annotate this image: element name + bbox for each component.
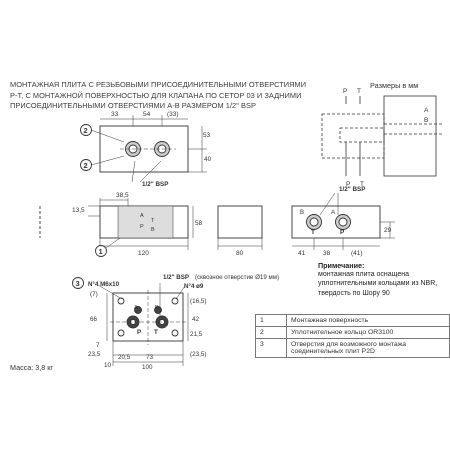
- rear-port-B: B: [300, 210, 304, 216]
- drawing-title: МОНТАЖНАЯ ПЛИТА С РЕЗЬБОВЫМИ ПРИСОЕДИНИТ…: [10, 80, 310, 112]
- bottom-thread-label: 1/2" BSP: [163, 274, 189, 281]
- legend-desc: Уплотнительное кольцо OR3100: [286, 326, 450, 339]
- legend-num: 3: [255, 338, 287, 358]
- front-port-T: T: [151, 218, 155, 224]
- mass-label: Масса: 3,8 кг: [10, 363, 53, 372]
- title-line: ПРИСОЕДИНИТЕЛЬНЫМИ ОТВЕРСТИЯМИ А-В РАЗМЕ…: [10, 101, 256, 111]
- bottom-dim-100: 100: [142, 364, 153, 371]
- rear-dim-41: 41: [298, 250, 306, 257]
- top-view: [99, 115, 207, 183]
- callout-3: 3: [72, 277, 84, 289]
- bottom-left-dim-23-5: 23,5: [88, 351, 101, 358]
- rear-port-A: A: [331, 210, 335, 216]
- top-thread-label: 1/2" BSP: [142, 181, 168, 188]
- callout-1: 1: [95, 237, 121, 257]
- front-port-B: B: [151, 227, 155, 233]
- title-line: P-T, С МОНТАЖНОЙ ПОВЕРХНОСТЬЮ ДЛЯ КЛАПАН…: [10, 90, 302, 100]
- legend-num: 2: [255, 326, 287, 339]
- side-dim-80: 80: [236, 250, 244, 257]
- title-line: МОНТАЖНАЯ ПЛИТА С РЕЗЬБОВЫМИ ПРИСОЕДИНИТ…: [10, 80, 307, 89]
- legend-row: 2 Уплотнительное кольцо OR3100: [255, 326, 450, 339]
- bottom-port-B: B: [155, 305, 159, 311]
- bottom-dim-73: 73: [146, 354, 154, 361]
- bottom-right-dim-42: 42: [192, 316, 200, 323]
- legend-desc: Отверстия для возможного монтажа соедини…: [286, 338, 450, 358]
- schematic-B-label: B: [424, 117, 428, 124]
- top-dim-33b: (33): [167, 111, 179, 118]
- front-port-P: P: [140, 224, 144, 230]
- legend-num: 1: [255, 314, 287, 327]
- callout-2-top: 2: [80, 124, 125, 143]
- front-view: [39, 198, 194, 250]
- svg-text:1: 1: [99, 247, 103, 256]
- bottom-port-T: T: [154, 329, 158, 336]
- rear-view: [291, 192, 395, 250]
- note-line: твердость по Шору 90: [318, 289, 390, 297]
- note-line: монтажная плита оснащена: [318, 271, 410, 279]
- bottom-left-dim-7p: (7): [90, 291, 98, 298]
- bottom-port-P: P: [137, 329, 141, 336]
- schematic-T-bottom-label: T: [360, 181, 364, 188]
- top-dim-40: 40: [204, 156, 212, 163]
- schematic-P-bottom-label: P: [346, 181, 350, 188]
- hydraulic-schematic: [321, 95, 442, 177]
- rear-port-T: T: [311, 229, 315, 236]
- svg-text:3: 3: [76, 279, 80, 288]
- front-dim-38-5: 38,5: [116, 192, 129, 199]
- schematic-P-label: P: [343, 88, 347, 95]
- rear-dim-38: 38: [323, 250, 331, 257]
- bottom-right-dim-16-5: (16,5): [190, 298, 206, 305]
- bottom-view: [97, 283, 189, 366]
- bottom-right-dim-23-5p: (23,5): [190, 351, 206, 358]
- front-dim-120: 120: [138, 250, 149, 257]
- rear-port-P: P: [340, 229, 345, 236]
- bottom-d9-label: N°4 ø9: [184, 283, 204, 290]
- legend-row: 1 Монтажная поверхность: [255, 314, 450, 327]
- legend-table: 1 Монтажная поверхность 2 Уплотнительное…: [255, 314, 450, 358]
- bottom-right-dim-21-5: 21,5: [190, 331, 203, 338]
- bottom-thread-note: (сквозное отверстие Ø19 мм): [195, 274, 279, 281]
- front-port-A: A: [140, 213, 144, 219]
- callout-2-bottom: 2: [80, 155, 125, 171]
- front-dim-58: 58: [195, 220, 203, 227]
- bottom-port-A: A: [134, 305, 138, 311]
- bottom-m6-label: N°4 M6x10: [88, 281, 120, 288]
- schematic-A-label: A: [424, 107, 429, 114]
- svg-text:2: 2: [84, 161, 88, 170]
- top-dim-53: 53: [203, 132, 211, 139]
- legend-desc: Монтажная поверхность: [286, 314, 450, 327]
- bottom-left-dim-66: 66: [90, 316, 98, 323]
- rear-thread-label: 1/2" BSP: [339, 186, 365, 193]
- rear-dim-29: 29: [384, 227, 392, 234]
- note-block: Примечание: монтажная плита оснащена упл…: [318, 261, 437, 298]
- bottom-left-dim-7: 7: [96, 342, 100, 349]
- legend-row: 3 Отверстия для возможного монтажа соеди…: [255, 338, 450, 358]
- bottom-dim-20-5: 20,5: [118, 354, 131, 361]
- note-line: уплотнительными кольцами из NBR,: [318, 280, 438, 288]
- top-dim-54: 54: [143, 111, 151, 118]
- svg-text:2: 2: [84, 126, 88, 135]
- rear-dim-41b: (41): [351, 250, 363, 257]
- front-dim-13-5: 13,5: [72, 207, 85, 214]
- note-heading: Примечание:: [318, 261, 365, 270]
- schematic-T-label: T: [357, 88, 361, 95]
- side-view: [217, 205, 263, 250]
- bottom-dim-10: 10: [104, 362, 112, 369]
- top-dim-33: 33: [111, 111, 119, 118]
- units-label: Размеры в мм: [370, 81, 418, 90]
